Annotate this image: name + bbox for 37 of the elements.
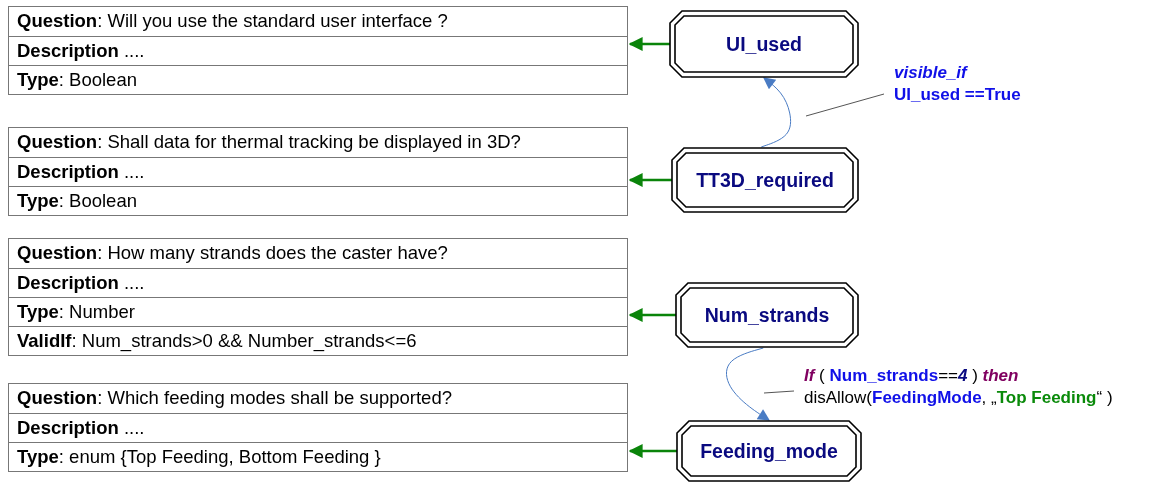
table-row: Type: Boolean: [9, 186, 627, 215]
table-row-text: Question: Which feeding modes shall be supported?: [16, 386, 453, 410]
leader-line: [805, 93, 885, 117]
table-row: ValidIf: Num_strands>0 && Number_strands<=6: [9, 326, 627, 355]
parameter-node: [675, 282, 859, 348]
table-row: Type: Boolean: [9, 65, 627, 94]
arrow: [628, 308, 676, 322]
rule-condition: visible_if: [894, 62, 967, 84]
parameter-node: [676, 420, 862, 482]
rule-condition: If ( Num_strands==4 ) then: [804, 365, 1019, 387]
parameter-name: Num_strands: [704, 303, 830, 327]
parameter-name: TT3D_required: [696, 168, 834, 192]
table-row-text: Question: How many strands does the caster have?: [16, 241, 449, 265]
table-row: Type: Number: [9, 297, 627, 326]
question-table: [8, 238, 628, 356]
table-row: Type: enum {Top Feeding, Bottom Feeding }: [9, 442, 627, 471]
arrow: [628, 444, 677, 458]
arrow: [628, 173, 672, 187]
parameter-name: UI_used: [726, 32, 802, 56]
arrow: [628, 37, 670, 51]
parameter-name: Feeding_mode: [700, 439, 838, 463]
table-row-text: Question: Shall data for thermal tracking be displayed in 3D?: [16, 130, 522, 154]
table-row: Description ....: [9, 157, 627, 186]
table-row: Description ....: [9, 268, 627, 297]
parameter-node: [671, 147, 859, 213]
parameter-node: [669, 10, 859, 78]
leader-line: [763, 390, 795, 394]
question-table: [8, 383, 628, 472]
arrow: [725, 347, 770, 421]
question-table: [8, 127, 628, 216]
question-table: [8, 6, 628, 95]
rule-action: UI_used ==True: [894, 84, 1021, 106]
arrow: [760, 77, 792, 148]
table-row-text: Question: Will you use the standard user interface ?: [16, 9, 449, 33]
table-row: Description ....: [9, 413, 627, 442]
rule-action: disAllow(FeedingMode, „Top Feeding“ ): [804, 387, 1113, 409]
table-row: Description ....: [9, 36, 627, 65]
